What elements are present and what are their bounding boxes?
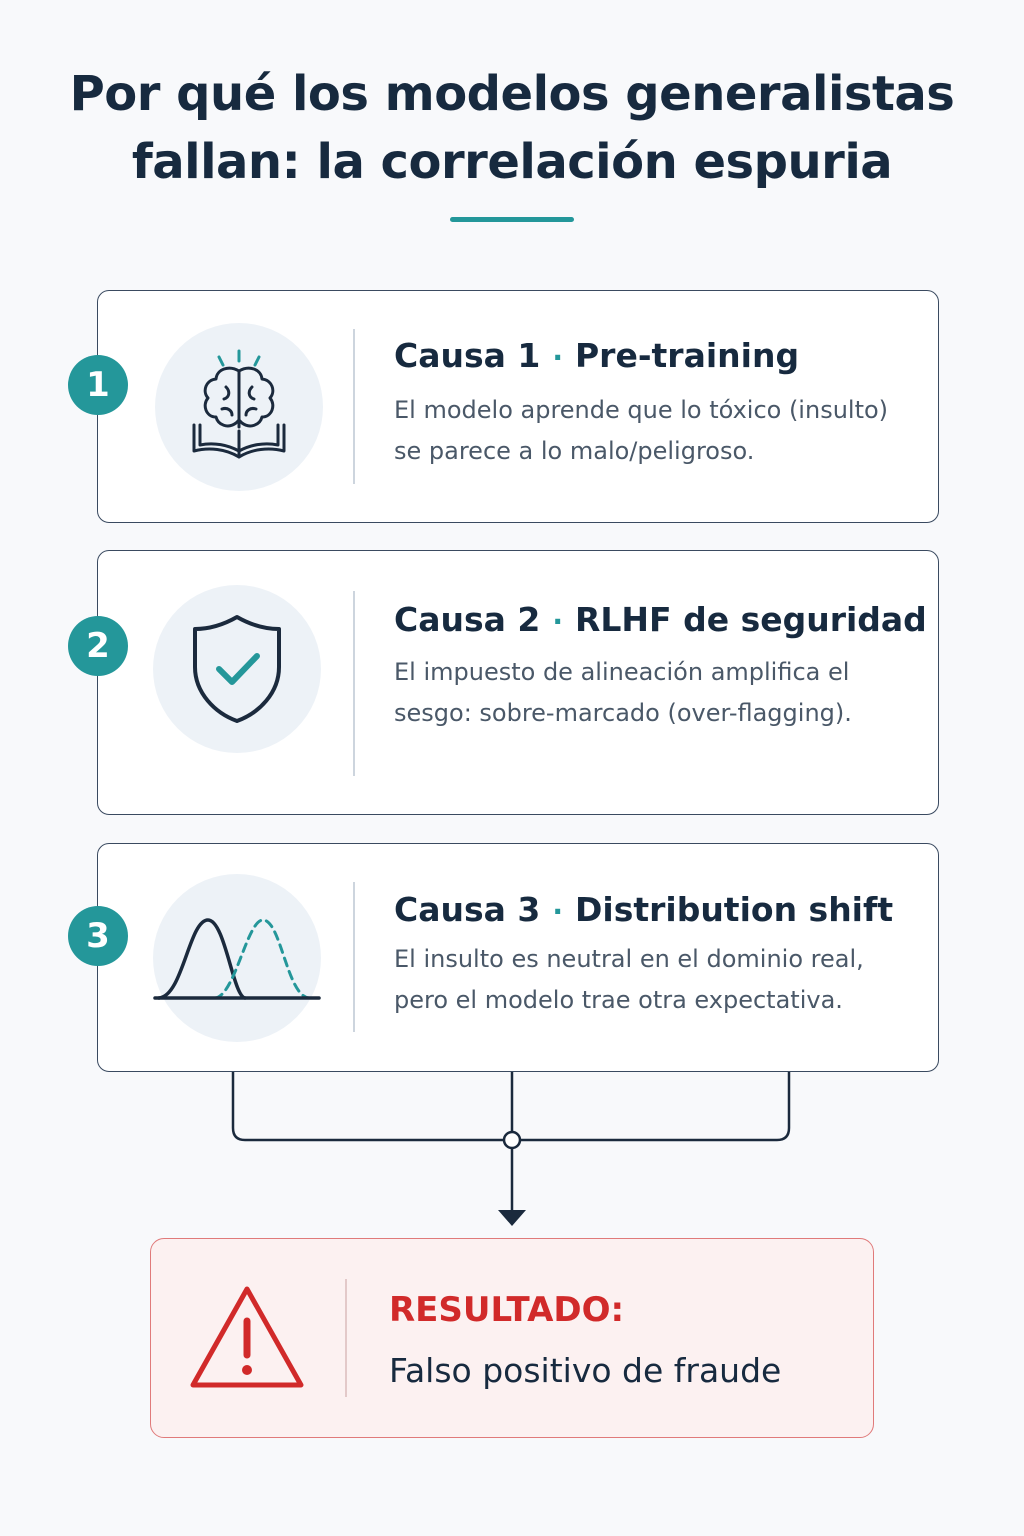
- warning-icon: [187, 1283, 307, 1397]
- cause-heading-2: Causa 2 · RLHF de seguridad: [394, 603, 927, 636]
- card-divider: [353, 591, 355, 776]
- step-badge-1: 1: [68, 355, 128, 415]
- result-divider: [345, 1279, 347, 1397]
- page-title-line-1: Por qué los modelos generalistas: [69, 66, 955, 122]
- distribution-shift-icon: [153, 874, 321, 1042]
- cause-heading-3: Causa 3 · Distribution shift: [394, 893, 893, 926]
- brain-book-icon: [155, 323, 323, 491]
- title-underline: [450, 217, 574, 222]
- cause-description-3: El insulto es neutral en el dominio real…: [394, 945, 864, 1014]
- cause-card-3: Causa 3 · Distribution shift El insulto es…: [97, 843, 939, 1072]
- cause-topic: Pre-training: [574, 336, 800, 375]
- step-badge-2: 2: [68, 616, 128, 676]
- cause-description-1: El modelo aprende que lo tóxico (insulto…: [394, 396, 889, 465]
- cause-label: Causa 1: [394, 336, 541, 375]
- shield-check-icon: [153, 585, 321, 753]
- cause-card-2: Causa 2 · RLHF de seguridad El impuesto de…: [97, 550, 939, 815]
- cause-label: Causa 2: [394, 600, 541, 639]
- cause-card-1: Causa 1 · Pre-training El modelo aprende q…: [97, 290, 939, 523]
- card-divider: [353, 882, 355, 1032]
- result-label: RESULTADO:: [389, 1290, 625, 1330]
- page-title-line-2: fallan: la correlación espuria: [131, 134, 893, 190]
- separator-dot: ·: [552, 895, 563, 928]
- cause-label: Causa 3: [394, 890, 541, 929]
- cause-heading-1: Causa 1 · Pre-training: [394, 339, 799, 372]
- separator-dot: ·: [552, 605, 563, 638]
- arrow-down-icon: [498, 1210, 526, 1226]
- cause-topic: Distribution shift: [574, 890, 894, 929]
- cause-description-2: El impuesto de alineación amplifica el s…: [394, 658, 852, 727]
- card-divider: [353, 329, 355, 484]
- cause-topic: RLHF de seguridad: [574, 600, 927, 639]
- result-text: Falso positivo de fraude: [389, 1351, 782, 1390]
- result-card: RESULTADO: Falso positivo de fraude: [150, 1238, 874, 1438]
- junction-node: [502, 1130, 522, 1150]
- step-badge-3: 3: [68, 906, 128, 966]
- separator-dot: ·: [552, 341, 563, 374]
